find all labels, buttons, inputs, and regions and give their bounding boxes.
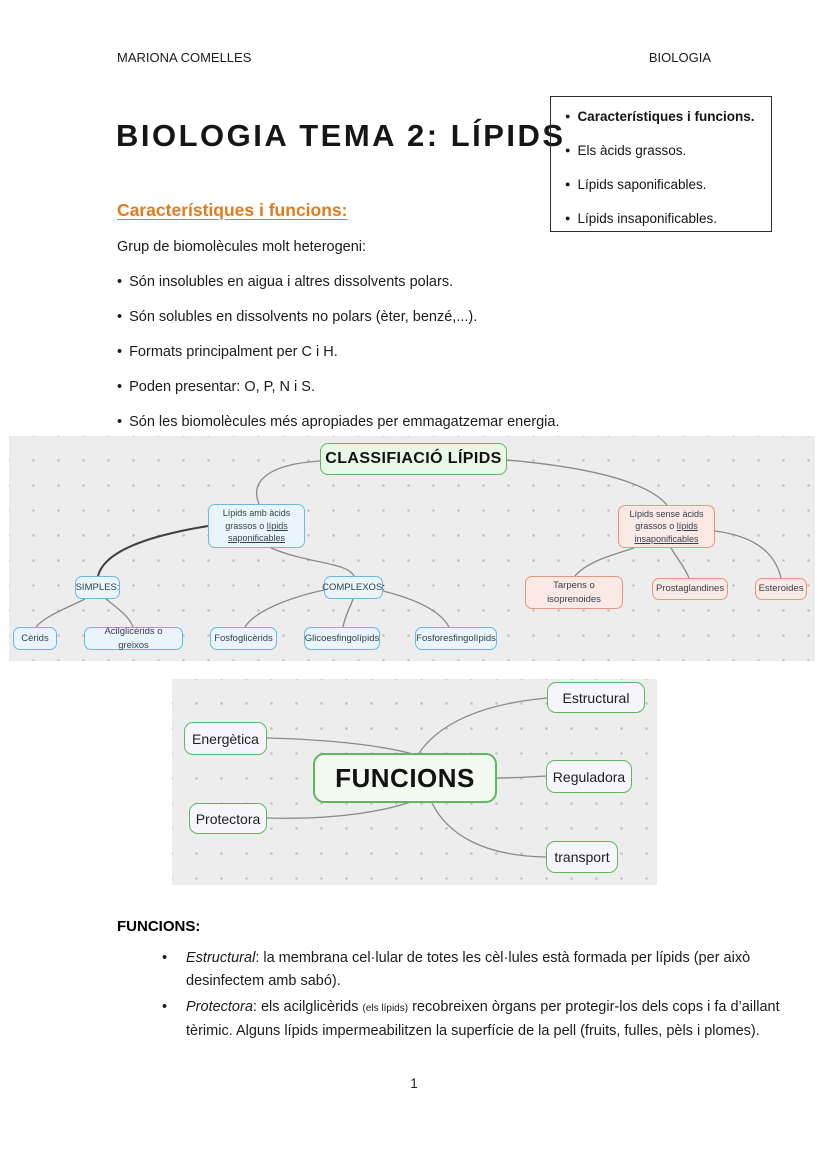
node-tarpens: Tarpens o isoprenoides — [525, 576, 623, 609]
bullet-energia: Són les biomolècules més apropiades per … — [117, 414, 697, 430]
node-saponificables-underlined: lípids saponificables — [227, 520, 288, 544]
edge-funcions-reguladora — [496, 775, 547, 779]
header-author: MARIONA COMELLES — [117, 50, 252, 65]
edge-complexos-fosfoglicerids — [244, 589, 325, 628]
edge-insaponificables-prostaglandines — [670, 547, 690, 579]
funcio-protectora-smallnote: (els lípids) — [362, 1003, 409, 1014]
funcio-protectora-mid: : els acilglicèrids — [252, 999, 363, 1015]
section-heading-funcions: FUNCIONS: — [117, 918, 201, 935]
node-insaponificables-text: Lípids sense àcids grassos o — [629, 508, 704, 532]
edge-insaponificables-esteroides — [714, 530, 782, 579]
header-subject: BIOLOGIA — [648, 50, 711, 65]
edge-complexos-fosforesfingolipids — [382, 590, 450, 628]
funcions-list: Estructural: la membrana cel·lular de to… — [160, 947, 805, 1046]
funcio-protectora-text: recobreixen òrgans per protegir-los dels… — [186, 999, 780, 1039]
toc-item-saponificables: Lípids saponificables. — [565, 174, 771, 195]
node-reguladora: Reguladora — [546, 760, 632, 793]
node-classificacio-lipids: CLASSIFIACIÓ LÍPIDS — [320, 443, 507, 475]
funcio-protectora-lead: Protectora — [186, 999, 253, 1015]
node-protectora: Protectora — [189, 803, 267, 834]
toc-item-caracteristiques: Característiques i funcions. — [565, 106, 771, 127]
edge-funcions-estructural — [418, 697, 548, 754]
functions-connectors — [266, 697, 548, 858]
node-energetica: Energètica — [184, 722, 267, 755]
edge-simples-acilglicerids — [105, 598, 134, 628]
bullet-solubles: Són solubles en dissolvents no polars (è… — [117, 309, 697, 325]
edge-title-saponificables — [256, 460, 321, 505]
edge-saponificables-simples — [97, 525, 209, 577]
bullet-formats: Formats principalment per C i H. — [117, 344, 697, 360]
node-simples: SIMPLES: — [75, 576, 120, 599]
toc-item-acids-grassos: Els àcids grassos. — [565, 140, 771, 161]
funcio-estructural-text: : la membrana cel·lular de totes les cèl… — [186, 950, 751, 989]
edge-protectora-funcions — [266, 799, 417, 819]
node-cerids: Cèrids — [13, 627, 57, 650]
edge-title-insaponificables — [506, 459, 668, 506]
edge-complexos-glicoesfingolipids — [342, 598, 354, 628]
node-fosfoglicerids: Fosfoglicèrids — [210, 627, 277, 650]
node-transport: transport — [546, 841, 618, 873]
section-heading-caracteristiques: Característiques i funcions: — [117, 200, 348, 220]
node-lipids-saponificables: Lípids amb àcids grassos o lípids saponi… — [208, 504, 305, 548]
classification-connectors — [35, 459, 782, 628]
section-caracteristiques-body: Grup de biomolècules molt heterogeni: Só… — [117, 239, 697, 449]
node-saponificables-text: Lípids amb àcids grassos o — [222, 508, 291, 531]
node-acilglicerids: Acilglicèrids o greixos — [84, 626, 183, 651]
funcio-estructural-lead: Estructural — [186, 950, 256, 966]
classification-mindmap: CLASSIFIACIÓ LÍPIDS Lípids amb àcids gra… — [9, 436, 815, 661]
functions-mindmap: FUNCIONS Estructural Energètica Regulado… — [172, 679, 657, 885]
node-estructural: Estructural — [547, 682, 645, 713]
node-complexos: COMPLEXOS: — [322, 576, 385, 599]
node-funcions: FUNCIONS — [313, 753, 497, 803]
node-glicoesfingolipids: Glicoesfingolípids — [304, 627, 380, 650]
edge-funcions-transport — [431, 802, 547, 858]
funcio-estructural-item: Estructural: la membrana cel·lular de to… — [160, 947, 805, 993]
node-prostaglandines: Prostaglandines — [652, 578, 728, 600]
node-fosforesfingolipids: Fosforesfingolípids — [415, 627, 497, 650]
node-esteroides: Esteroides — [755, 578, 807, 600]
node-lipids-insaponificables: Lípids sense àcids grassos o lípids insa… — [618, 505, 715, 548]
edge-energetica-funcions — [266, 737, 421, 757]
node-insaponificables-underlined: lípids insaponificables — [634, 521, 699, 544]
funcio-protectora-item: Protectora: els acilglicèrids (els lípid… — [160, 996, 805, 1043]
toc-item-insaponificables: Lípids insaponificables. — [565, 208, 771, 229]
edge-saponificables-complexos — [270, 547, 355, 577]
bullet-presentar: Poden presentar: O, P, N i S. — [117, 379, 697, 395]
bullet-insolubles: Són insolubles en aigua i altres dissolv… — [117, 274, 697, 290]
toc-box: Característiques i funcions. Els àcids g… — [550, 96, 772, 232]
page-title: BIOLOGIA TEMA 2: LÍPIDS — [116, 118, 566, 153]
edge-insaponificables-tarpens — [574, 547, 635, 577]
page-number: 1 — [410, 1076, 418, 1091]
edge-simples-cerids — [35, 598, 86, 628]
intro-line: Grup de biomolècules molt heterogeni: — [117, 239, 367, 255]
